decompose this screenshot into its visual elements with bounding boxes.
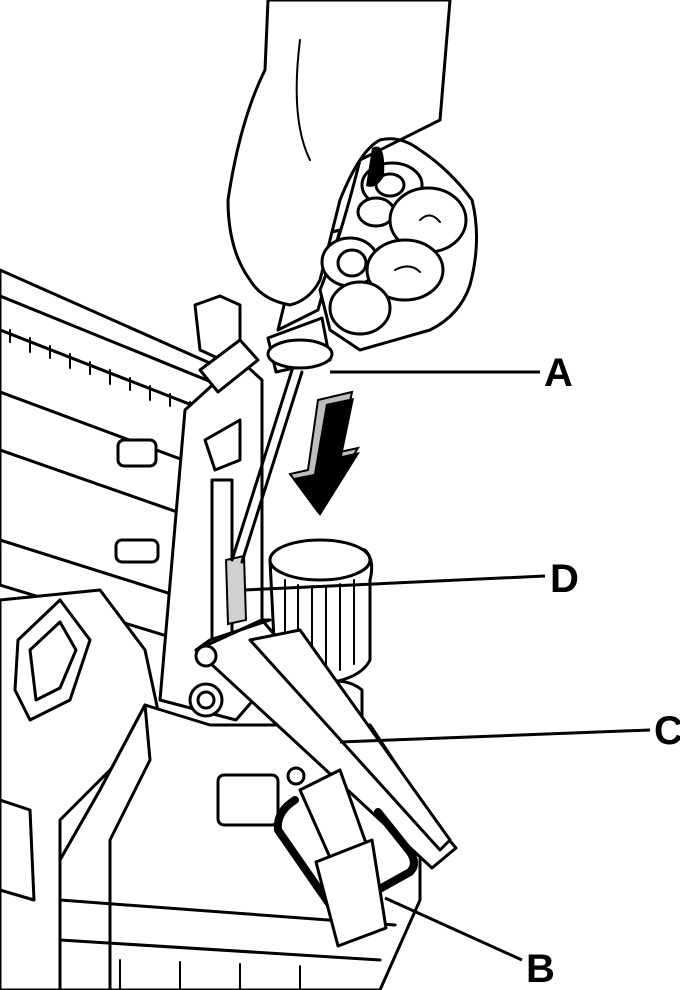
callout-label-d: D bbox=[550, 557, 579, 601]
leader-line-c bbox=[340, 730, 650, 742]
callout-label-b: B bbox=[526, 947, 555, 990]
callout-label-a: A bbox=[544, 351, 573, 395]
callout-label-c: C bbox=[654, 709, 680, 753]
down-arrow-icon bbox=[290, 392, 360, 516]
hand-illustration bbox=[228, 0, 477, 350]
shaded-slot-part bbox=[226, 556, 246, 624]
